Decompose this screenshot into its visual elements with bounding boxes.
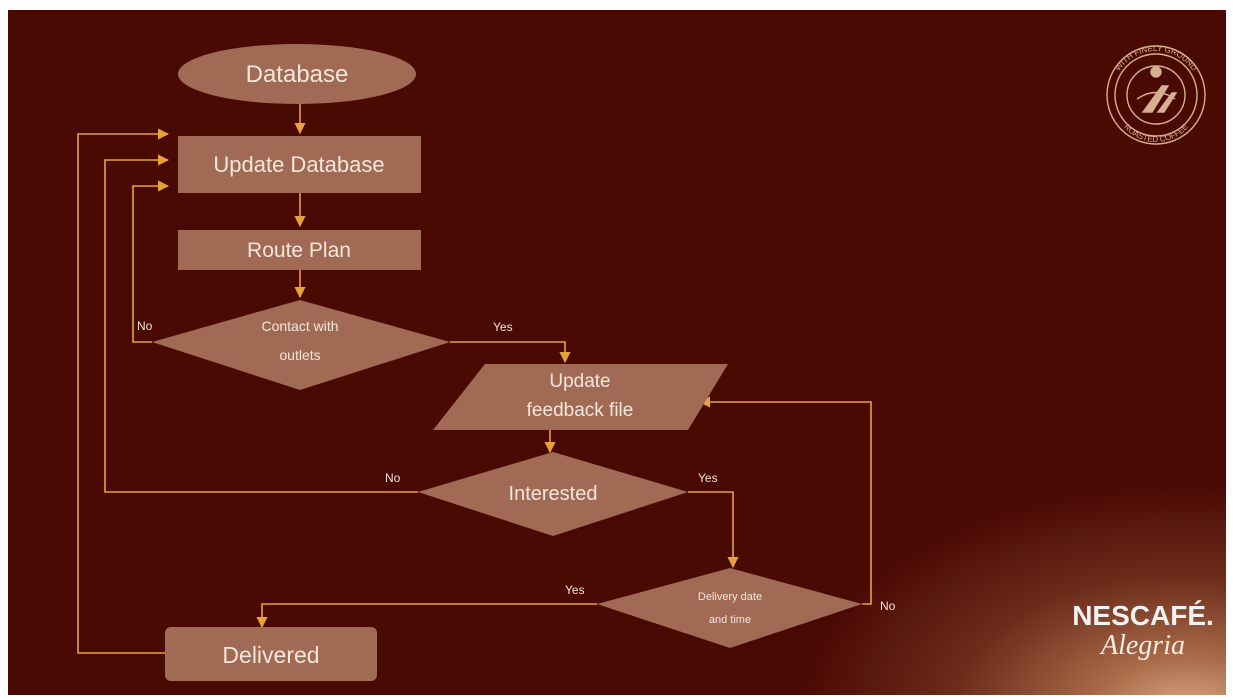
brand-logo: NESCAFÉ. Alegria [1068, 600, 1218, 662]
node-delivered-label: Delivered [222, 642, 319, 668]
node-delivery-label-1: Delivery date [698, 591, 762, 603]
node-delivery-label-2: and time [709, 614, 751, 626]
edge-contact-yes [450, 341, 571, 364]
node-interested-label: Interested [509, 483, 598, 505]
edge-interested-yes [688, 491, 739, 569]
seal-bottom-text: ROASTED COFFEE [1122, 122, 1190, 144]
node-feedback-label-2: feedback file [527, 400, 634, 421]
node-contact-label-2: outlets [279, 347, 320, 363]
node-feedback-shape [433, 364, 728, 430]
node-contact-label-1: Contact with [261, 318, 338, 334]
brand-name: NESCAFÉ. [1072, 600, 1214, 631]
edge-label-contact-no: No [137, 319, 153, 333]
connectors [77, 102, 872, 654]
slide-background [8, 10, 1226, 695]
node-feedback-label-1: Update [549, 371, 610, 392]
node-route-plan-shape [178, 230, 421, 270]
brand-sub: Alegria [1101, 630, 1185, 661]
edge-label-delivery-no: No [880, 599, 896, 613]
nodes [152, 44, 862, 681]
node-database-label: Database [246, 61, 349, 88]
coffee-seal-icon [1106, 45, 1206, 145]
edge-delivered-loop [77, 128, 170, 654]
edge-delivery-yes [256, 603, 597, 629]
node-delivered-shape [165, 627, 377, 681]
node-interested-shape [418, 452, 688, 536]
edge-label-interested-no: No [385, 471, 401, 485]
node-update-database-label: Update Database [213, 152, 384, 177]
node-delivery-shape [597, 568, 862, 648]
node-database-shape [178, 44, 416, 104]
svg-text:ROASTED COFFEE: ROASTED COFFEE [1122, 122, 1190, 144]
edge-delivery-no [698, 396, 872, 605]
node-route-plan-label: Route Plan [247, 239, 351, 262]
edge-label-interested-yes: Yes [698, 471, 718, 485]
edge-label-delivery-yes: Yes [565, 583, 585, 597]
edge-label-contact-yes: Yes [493, 320, 513, 334]
node-contact-shape [152, 300, 450, 390]
edge-contact-no [132, 180, 170, 343]
node-update-database-shape [178, 136, 421, 193]
edge-interested-no [104, 154, 418, 493]
